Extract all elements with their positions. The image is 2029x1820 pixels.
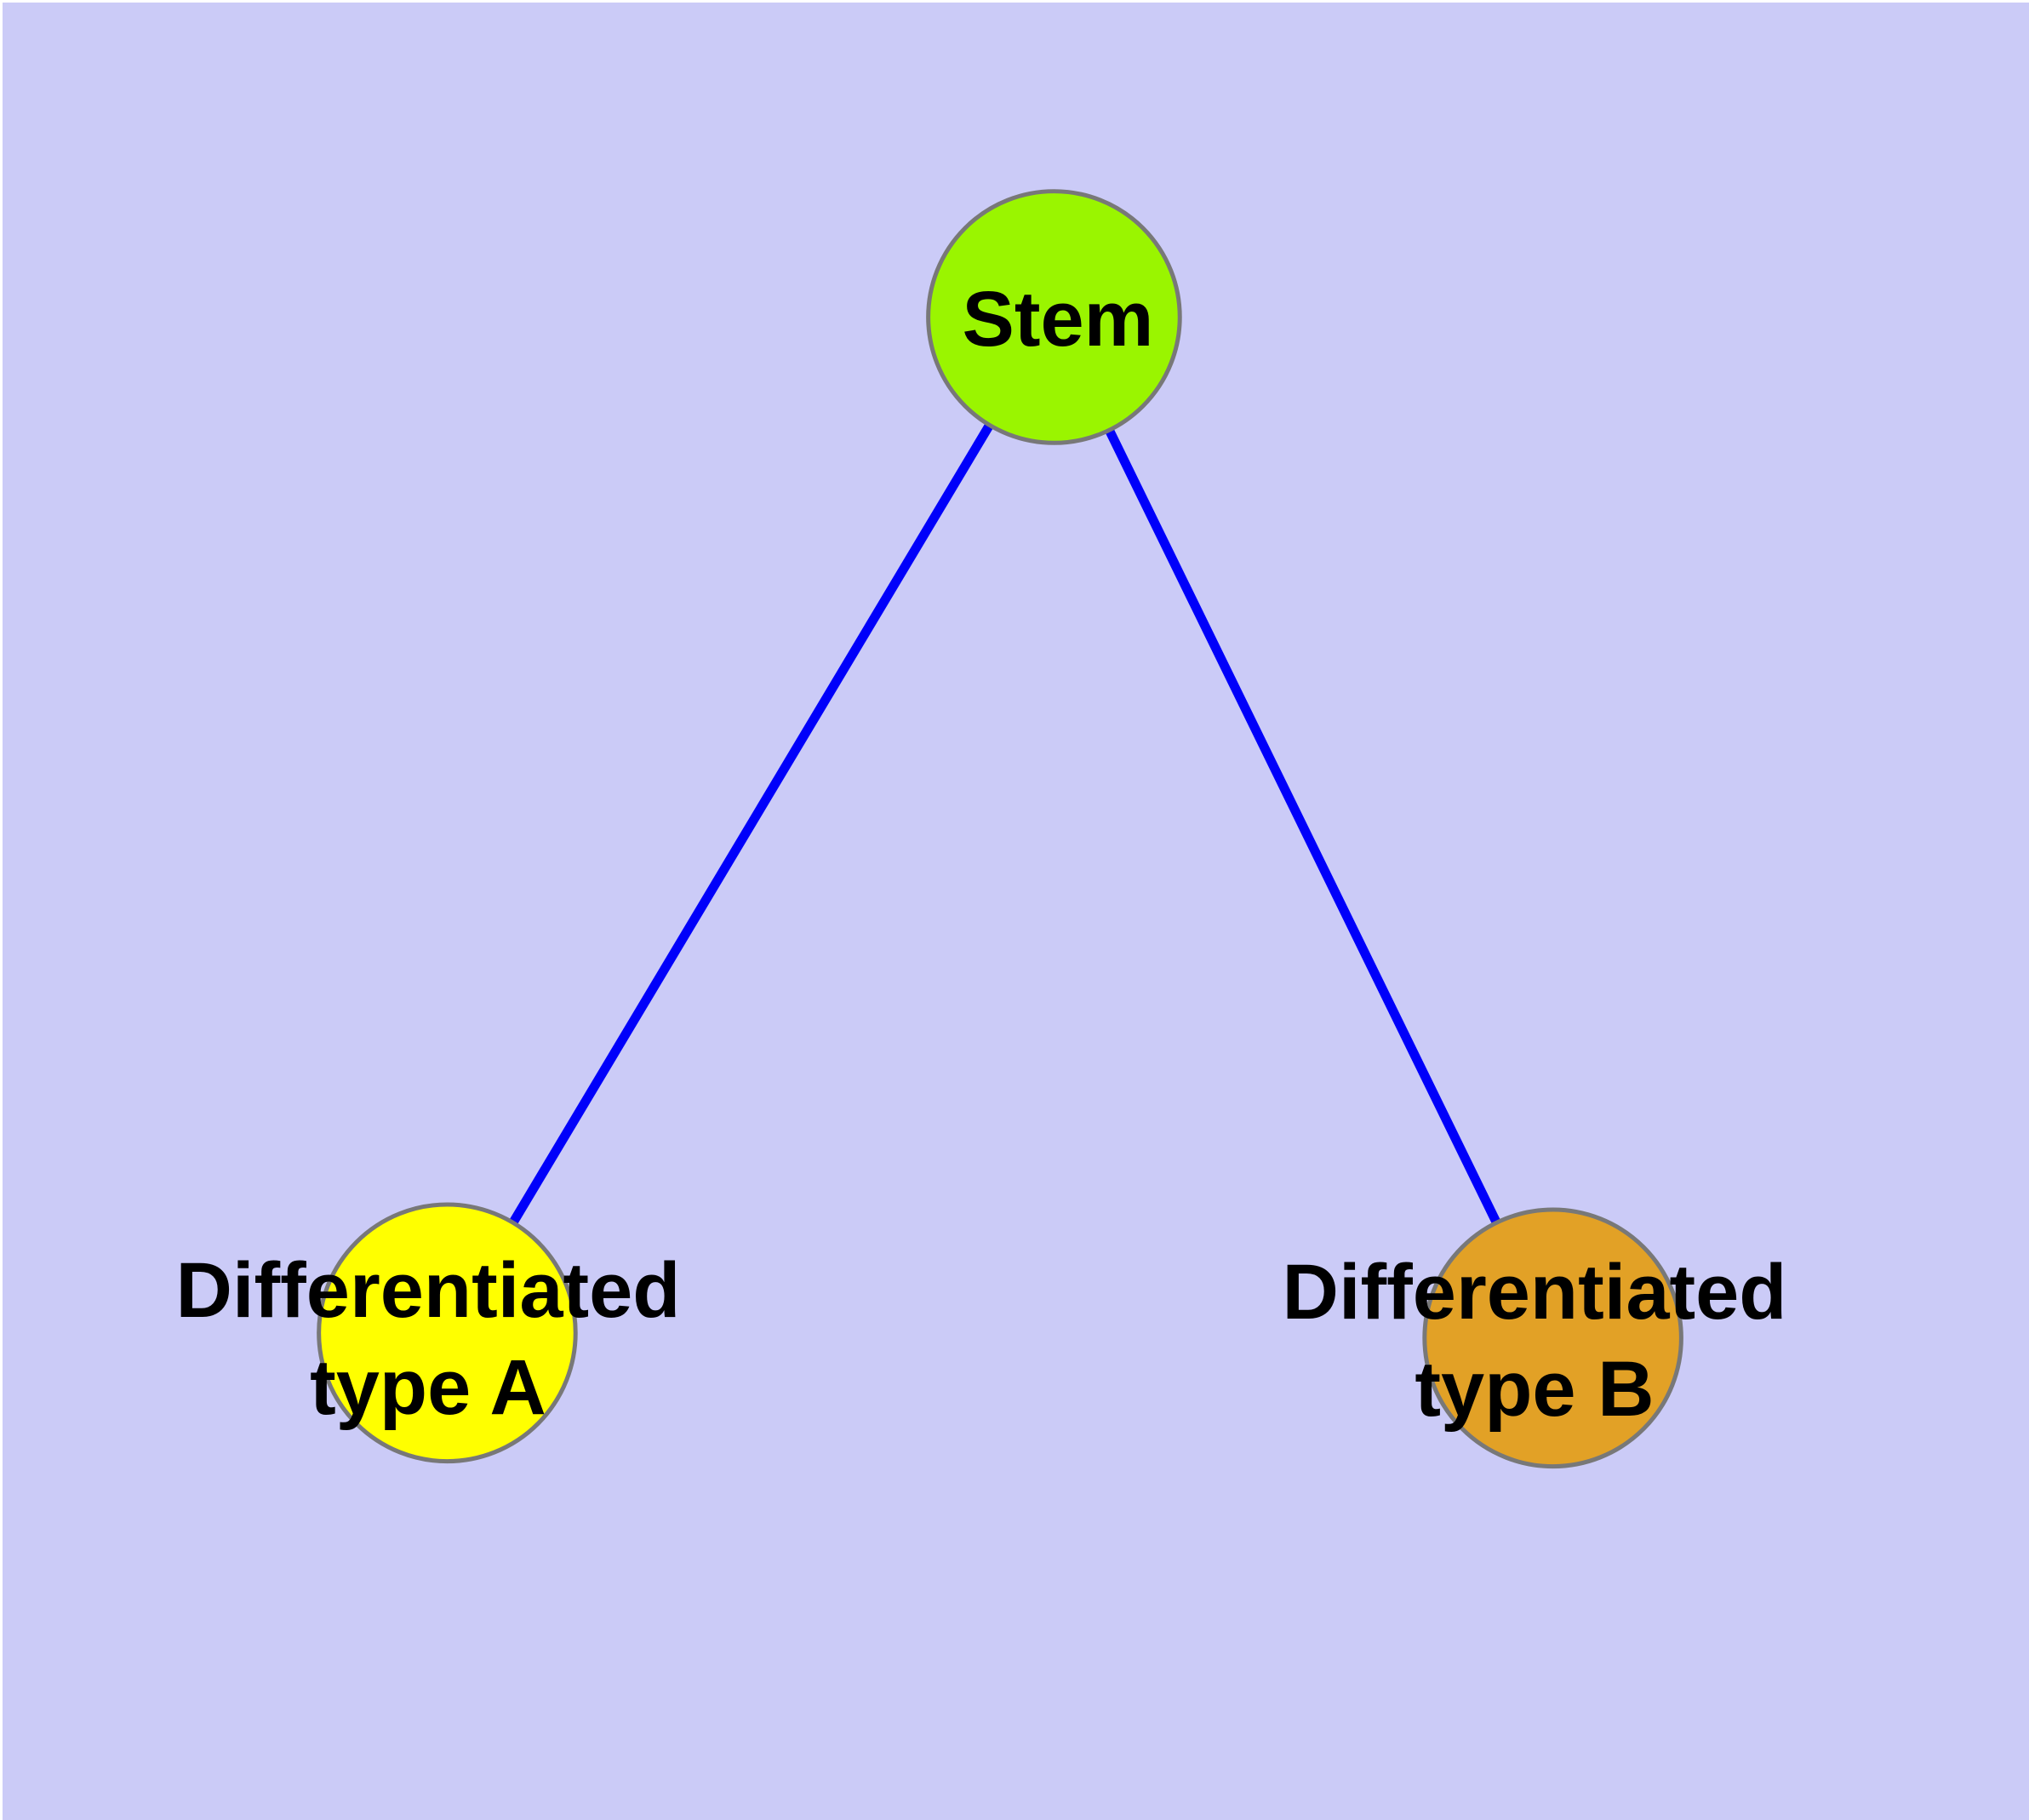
edge-stem-to-type-a bbox=[443, 314, 1059, 1336]
edge-stem-to-type-b bbox=[1049, 315, 1557, 1341]
node-type-a-circle bbox=[317, 1202, 578, 1464]
graph-svg bbox=[317, 189, 1683, 1469]
node-stem-circle bbox=[926, 189, 1182, 445]
node-type-b-circle bbox=[1422, 1207, 1683, 1469]
